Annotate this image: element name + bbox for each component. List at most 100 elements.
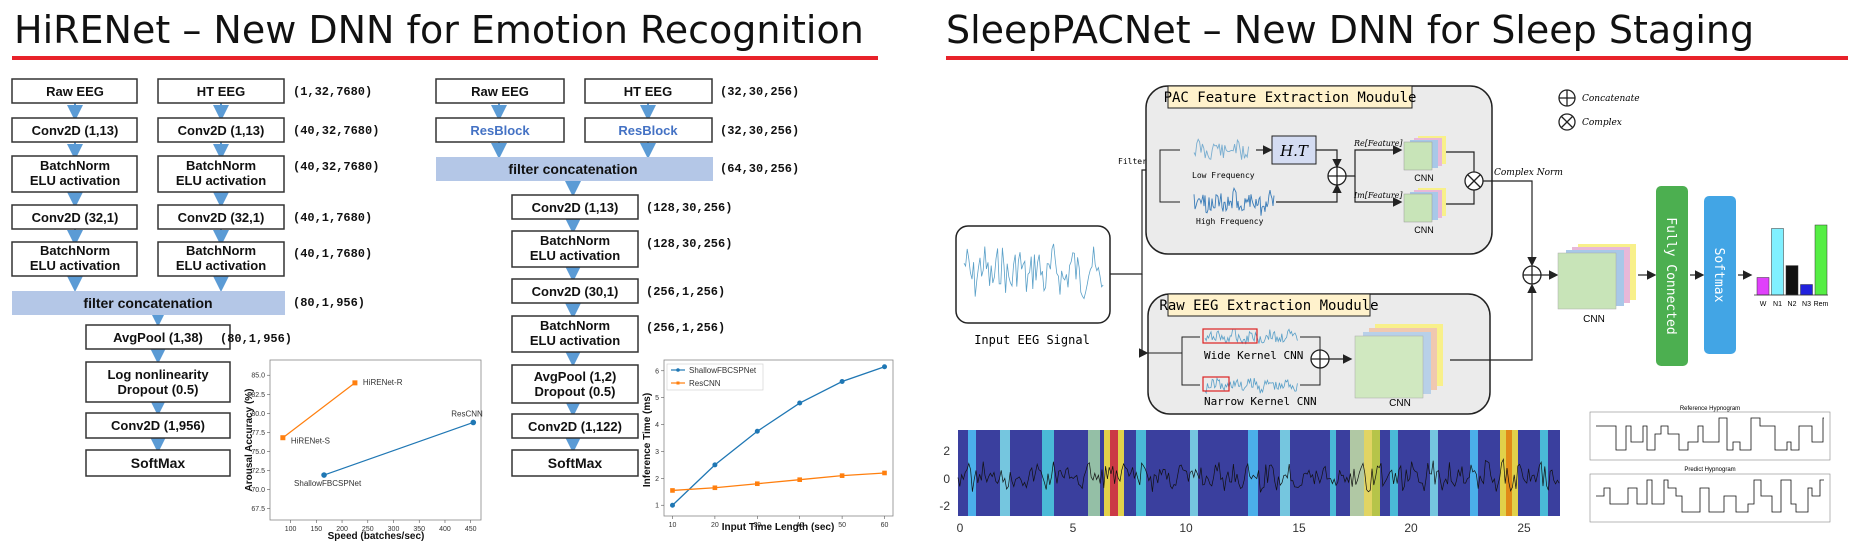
chart2-series-line bbox=[672, 366, 885, 506]
resnet-resblock-a: ResBlock bbox=[470, 123, 530, 138]
fusion-cnn-stack bbox=[1557, 244, 1636, 310]
heatmap-band bbox=[1190, 430, 1198, 516]
hirenet-elu-a1: ELU activation bbox=[30, 173, 120, 188]
re-to-complex-line bbox=[1446, 151, 1475, 172]
hirenet-bn-a2: BatchNorm bbox=[40, 243, 110, 258]
fusion-concatenate-icon bbox=[1522, 265, 1542, 285]
heatmap-xtick-20: 20 bbox=[1404, 521, 1418, 535]
input-signal-box bbox=[955, 225, 1111, 324]
hirenet-shape-3: (40,32,7680) bbox=[293, 160, 379, 174]
chart1-xtick-label: 200 bbox=[336, 526, 348, 533]
heatmap-xtick-10: 10 bbox=[1179, 521, 1193, 535]
chart2-point bbox=[670, 488, 675, 493]
reference-hypnogram-title: Reference Hypnogram bbox=[1680, 406, 1740, 412]
raw-split-bottom bbox=[1181, 353, 1200, 386]
chart1-point-label: ResCNN bbox=[451, 409, 483, 418]
input-eeg-waveform bbox=[963, 243, 1104, 300]
predict-hypnogram-trace bbox=[1596, 479, 1824, 513]
legend-complex-icon bbox=[1558, 113, 1576, 131]
narrow-kernel-waveform bbox=[1204, 376, 1298, 395]
pac-module-title-box bbox=[1167, 85, 1413, 109]
legend-concatenate-label: Concatenate bbox=[1582, 94, 1640, 104]
predict-hypnogram: Predict Hypnogram bbox=[1589, 467, 1831, 523]
reference-hypnogram: Reference Hypnogram bbox=[1589, 406, 1831, 461]
right-title-rule bbox=[946, 56, 1848, 60]
heatmap-band bbox=[1110, 430, 1118, 516]
fusion-cnn-label: CNN bbox=[1583, 314, 1605, 325]
resnet-shape-4: (128,30,256) bbox=[646, 201, 732, 215]
resnet-shape-5: (128,30,256) bbox=[646, 237, 732, 251]
raw-to-fusion-arrow bbox=[1450, 283, 1537, 361]
attention-heatmap: 2 0 -2 0 5 10 15 20 25 bbox=[939, 430, 1560, 535]
resnet-avgpool: AvgPool (1,2) bbox=[534, 369, 617, 384]
left-slide-title: HiRENet – New DNN for Emotion Recognitio… bbox=[14, 8, 864, 52]
hilbert-transform-label: H.T bbox=[1279, 142, 1309, 160]
chart2-point bbox=[712, 462, 718, 468]
high-to-concat-arrow bbox=[1276, 183, 1342, 203]
hirenet-bn-b2: BatchNorm bbox=[186, 243, 256, 258]
pac-module-box bbox=[1145, 85, 1493, 255]
resnet-softmax: SoftMax bbox=[548, 455, 603, 471]
chart1-point bbox=[470, 419, 477, 426]
heatmap-band bbox=[1390, 430, 1398, 516]
heatmap-eeg-trace bbox=[957, 458, 1560, 493]
chart1-xlabel: Speed (batches/sec) bbox=[328, 531, 425, 542]
chart1-point-label: ShallowFBCSPNet bbox=[294, 479, 362, 488]
chart1-xtick-label: 150 bbox=[310, 526, 322, 533]
resnet-conv-2: Conv2D (30,1) bbox=[532, 284, 619, 299]
pac-to-fusion-arrow bbox=[1483, 180, 1537, 267]
im-to-complex-line bbox=[1446, 190, 1475, 205]
raw-split-top bbox=[1181, 336, 1200, 353]
predict-hypnogram-title: Predict Hypnogram bbox=[1684, 467, 1735, 473]
concat-to-im-arrow bbox=[1354, 176, 1403, 207]
raw-cnn-label: CNN bbox=[1389, 398, 1411, 409]
pac-concatenate-icon bbox=[1327, 166, 1347, 186]
heatmap-band bbox=[1500, 430, 1506, 516]
softmax-block bbox=[1704, 196, 1736, 354]
legend-label-shallow: ShallowFBCSPNet bbox=[689, 366, 757, 375]
heatmap-band bbox=[1248, 430, 1258, 516]
hirenet-lognonlin: Log nonlinearity bbox=[107, 367, 209, 382]
wide-kernel-waveform bbox=[1204, 328, 1298, 345]
chart1-ytick-label: 82.5 bbox=[251, 392, 265, 399]
softmax-label: Softmax bbox=[1711, 248, 1726, 303]
high-frequency-label: High Frequency bbox=[1196, 217, 1264, 226]
filter-split-top bbox=[1159, 149, 1180, 170]
resnet-conv-final: Conv2D (1,122) bbox=[528, 419, 622, 434]
chart2-ytick-label: 2 bbox=[655, 476, 659, 483]
class-label-n3: N3 bbox=[1802, 301, 1811, 308]
hirenet-line bbox=[282, 382, 356, 439]
chart2-point bbox=[797, 477, 803, 482]
legend-concatenate-icon bbox=[1558, 89, 1576, 107]
class-bar-n1 bbox=[1771, 228, 1784, 296]
chart2-point bbox=[797, 400, 803, 406]
legend-marker-rescnn bbox=[676, 381, 680, 385]
chart1-ytick-label: 72.5 bbox=[251, 468, 265, 475]
heatmap-band bbox=[968, 430, 976, 516]
left-title-rule bbox=[12, 56, 878, 60]
chart2-point bbox=[669, 502, 675, 508]
class-label-n1: N1 bbox=[1773, 301, 1782, 308]
heatmap-band bbox=[1350, 430, 1364, 516]
chart1-ytick-label: 77.5 bbox=[251, 430, 265, 437]
ht-to-concat-arrow bbox=[1316, 149, 1342, 169]
hirenet-elu-b1: ELU activation bbox=[176, 173, 266, 188]
chart1-ytick-label: 67.5 bbox=[251, 506, 265, 513]
re-cnn-stack bbox=[1403, 136, 1446, 171]
class-bar-rem bbox=[1814, 224, 1828, 296]
fully-connected-block bbox=[1656, 186, 1688, 366]
im-cnn-label: CNN bbox=[1414, 225, 1434, 235]
hirenet-raw-eeg: Raw EEG bbox=[46, 84, 104, 99]
im-cnn-stack bbox=[1403, 188, 1446, 223]
filtering-label: Filtering bbox=[1118, 157, 1162, 166]
hirenet-shape-2: (40,32,7680) bbox=[293, 124, 379, 138]
chart1-xtick-label: 300 bbox=[388, 526, 400, 533]
class-bar-w bbox=[1756, 277, 1770, 296]
class-bar-n3 bbox=[1800, 284, 1813, 296]
pac-complex-icon bbox=[1464, 171, 1484, 191]
wide-kernel-window bbox=[1202, 328, 1258, 344]
resnet-concat-label: filter concatenation bbox=[508, 161, 637, 177]
low-frequency-waveform bbox=[1193, 138, 1250, 160]
baseline-line bbox=[323, 421, 474, 476]
